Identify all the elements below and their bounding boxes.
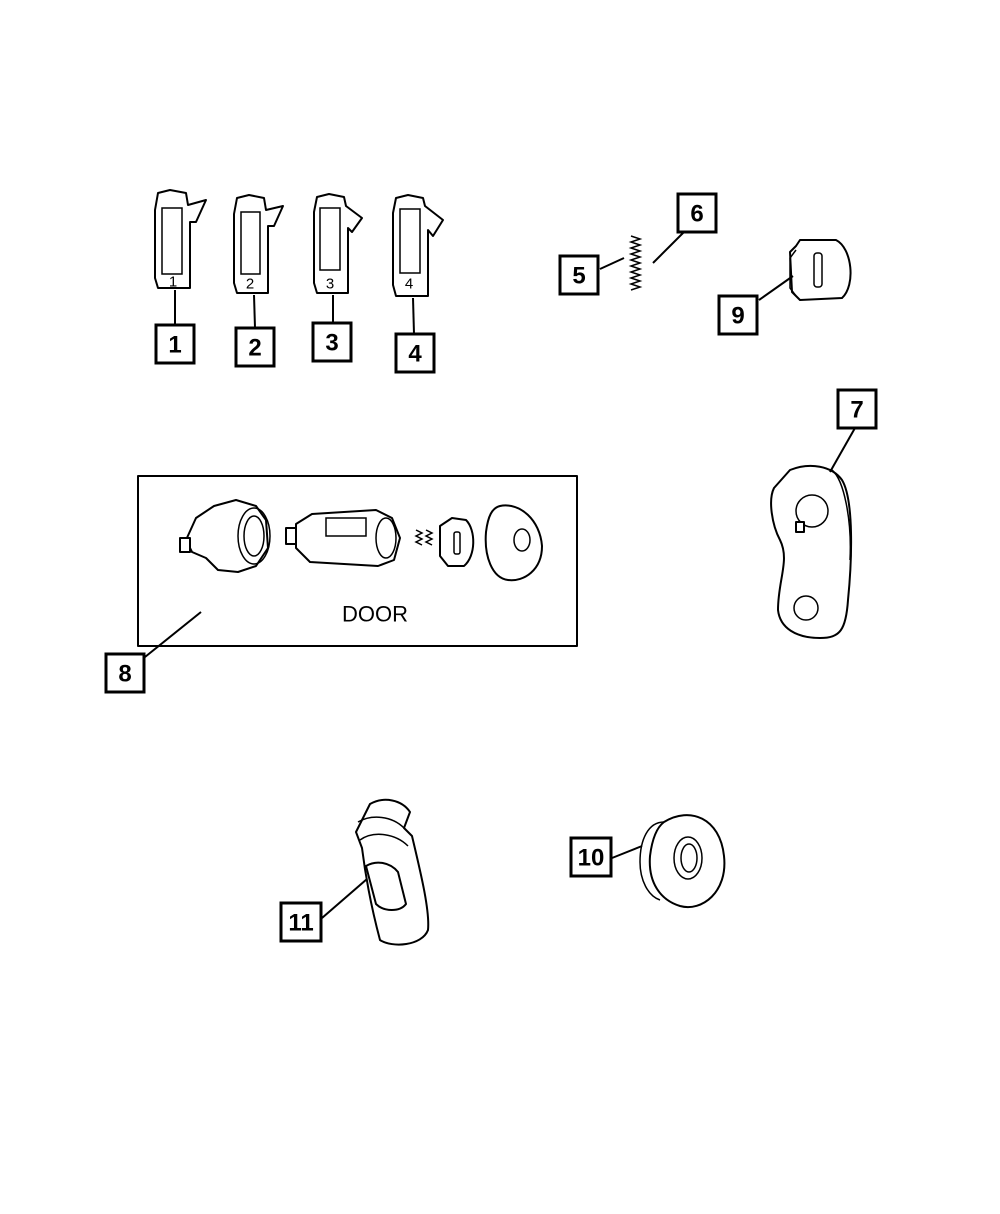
tumbler-4-number: 4 bbox=[405, 276, 413, 293]
callout-1-label: 1 bbox=[168, 332, 181, 359]
tumbler-1-number: 1 bbox=[169, 274, 177, 291]
spring bbox=[628, 235, 643, 291]
callout-7: 7 bbox=[836, 388, 878, 430]
leader-2 bbox=[253, 294, 256, 329]
tumbler-3-number: 3 bbox=[326, 276, 334, 293]
callout-9-label: 9 bbox=[731, 303, 744, 330]
tumbler-1: 1 bbox=[154, 189, 207, 291]
cylinder-cap bbox=[789, 239, 852, 301]
lock-bezel bbox=[639, 814, 726, 909]
door-kit-bezel bbox=[484, 504, 543, 582]
leader-9 bbox=[758, 275, 794, 301]
callout-8-label: 8 bbox=[118, 661, 131, 688]
callout-5-label: 5 bbox=[572, 263, 585, 290]
leader-10 bbox=[611, 845, 643, 859]
door-lock-cylinder bbox=[285, 509, 401, 567]
callout-5: 5 bbox=[558, 254, 600, 296]
leader-8 bbox=[144, 611, 202, 658]
leader-6 bbox=[652, 231, 685, 264]
callout-2: 2 bbox=[234, 326, 276, 368]
callout-10-label: 10 bbox=[578, 845, 605, 872]
callout-4-label: 4 bbox=[408, 341, 422, 368]
callout-11: 11 bbox=[279, 901, 323, 943]
tumbler-2: 2 bbox=[233, 194, 284, 294]
callout-3: 3 bbox=[311, 321, 353, 363]
leader-4 bbox=[412, 297, 415, 335]
callout-4: 4 bbox=[394, 332, 436, 374]
callout-1: 1 bbox=[154, 323, 196, 365]
door-lock-housing bbox=[179, 499, 271, 573]
lock-lever bbox=[770, 464, 853, 639]
callout-2-label: 2 bbox=[248, 335, 261, 362]
retainer-clip bbox=[355, 798, 430, 946]
callout-6: 6 bbox=[676, 192, 718, 234]
callout-9: 9 bbox=[717, 294, 759, 336]
callout-6-label: 6 bbox=[690, 201, 703, 228]
callout-11-label: 11 bbox=[288, 910, 313, 937]
callout-3-label: 3 bbox=[325, 330, 338, 357]
leader-5 bbox=[599, 257, 625, 270]
leader-7 bbox=[829, 427, 856, 473]
tumbler-2-number: 2 bbox=[246, 276, 254, 293]
door-kit-cap bbox=[439, 517, 475, 567]
callout-8: 8 bbox=[104, 652, 146, 694]
tumbler-4: 4 bbox=[392, 194, 444, 297]
door-kit-springs bbox=[414, 529, 434, 546]
tumbler-3: 3 bbox=[313, 193, 363, 294]
door-kit-label: DOOR bbox=[342, 602, 408, 627]
leader-11 bbox=[321, 878, 368, 919]
callout-7-label: 7 bbox=[850, 397, 863, 424]
callout-10: 10 bbox=[569, 836, 613, 878]
